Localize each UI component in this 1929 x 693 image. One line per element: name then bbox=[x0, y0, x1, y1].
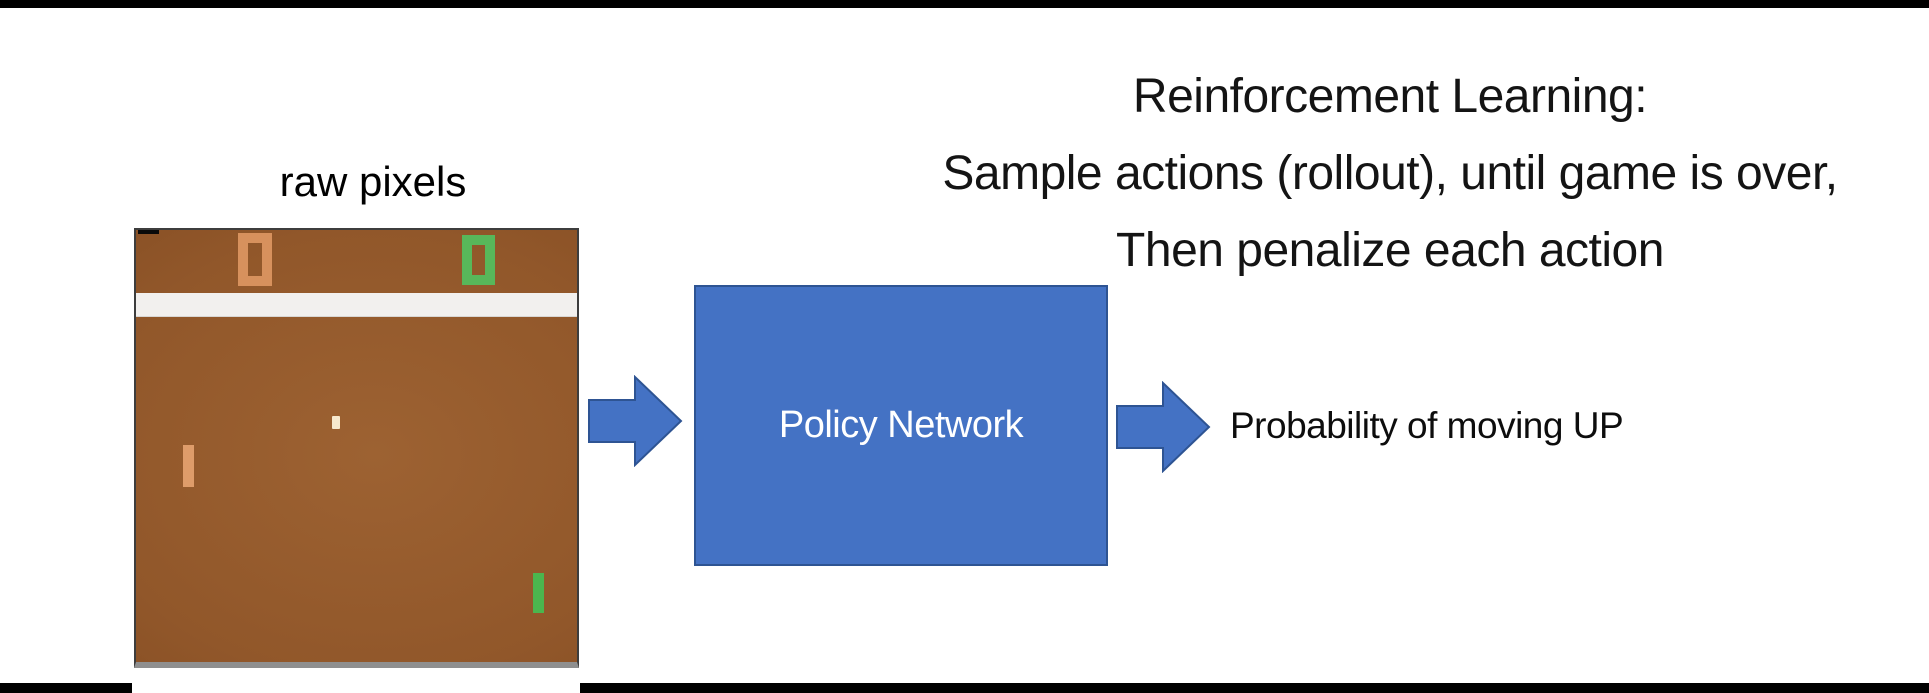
orange-score-zero bbox=[238, 233, 272, 286]
bottom-black-bar-right bbox=[580, 683, 1929, 693]
green-paddle bbox=[533, 573, 544, 613]
bottom-black-bar-left bbox=[0, 683, 132, 693]
court-divider-band bbox=[136, 293, 577, 317]
pong-ball bbox=[332, 416, 340, 429]
input-arrow-icon bbox=[588, 375, 683, 467]
title-line-2: Sample actions (rollout), until game is … bbox=[942, 147, 1838, 200]
raw-pixels-label: raw pixels bbox=[279, 158, 467, 205]
top-black-bar bbox=[0, 0, 1929, 8]
slide-title: Reinforcement Learning: Sample actions (… bbox=[852, 58, 1928, 289]
output-arrow-icon bbox=[1116, 381, 1211, 473]
policy-network-label: Policy Network bbox=[778, 404, 1024, 446]
corner-dash bbox=[138, 230, 159, 234]
pong-game-image bbox=[134, 228, 579, 668]
title-line-3: Then penalize each action bbox=[1116, 224, 1664, 277]
orange-paddle bbox=[183, 445, 194, 487]
policy-network-box: Policy Network bbox=[694, 285, 1108, 566]
probability-output-label: Probability of moving UP bbox=[1230, 405, 1624, 446]
green-score-zero bbox=[462, 235, 495, 285]
title-line-1: Reinforcement Learning: bbox=[1132, 70, 1648, 123]
